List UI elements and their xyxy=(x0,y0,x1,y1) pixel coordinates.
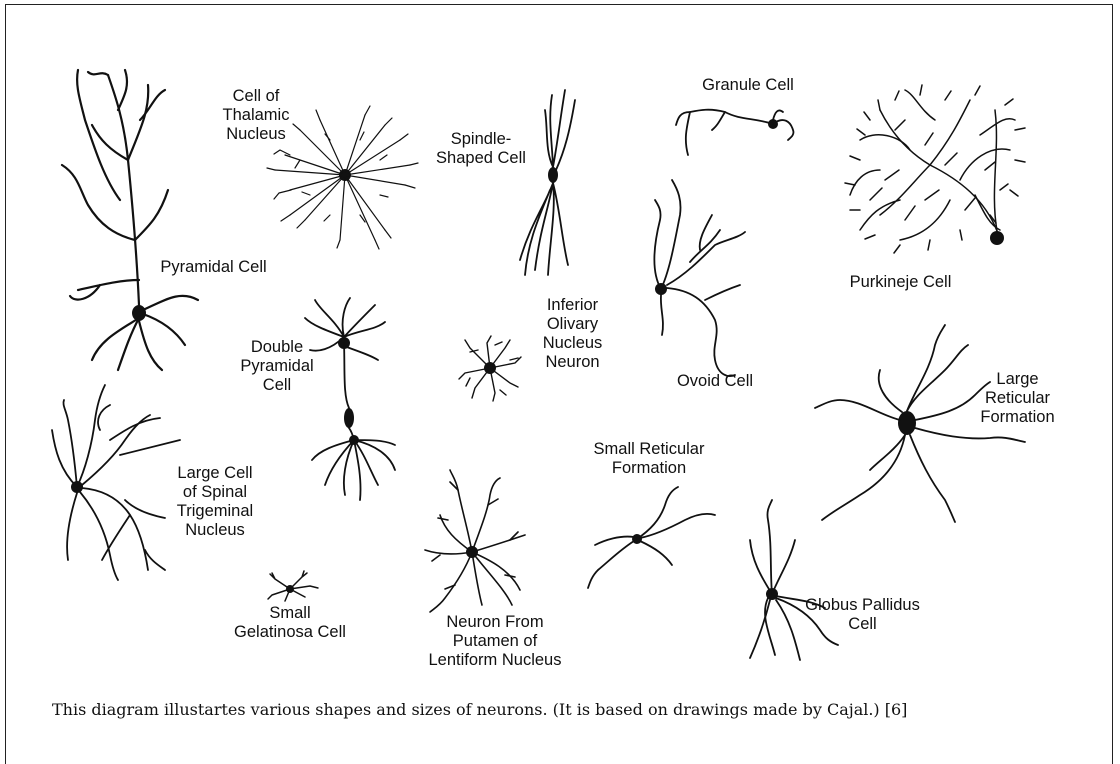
label-inferior-olivary: Inferior Olivary Nucleus Neuron xyxy=(530,296,615,372)
putamen-neuron-drawing xyxy=(425,470,525,612)
ovoid-cell-drawing xyxy=(654,180,745,376)
label-globus-pallidus: Globus Pallidus Cell xyxy=(790,596,935,634)
inferior-olivary-drawing xyxy=(459,336,521,401)
spindle-cell-drawing xyxy=(520,90,575,275)
label-large-reticular: Large Reticular Formation xyxy=(965,370,1070,427)
label-neuron-putamen: Neuron From Putamen of Lentiform Nucleus xyxy=(405,613,585,670)
granule-cell-drawing xyxy=(676,110,793,155)
globus-pallidus-drawing xyxy=(750,500,838,660)
label-ovoid-cell: Ovoid Cell xyxy=(660,372,770,391)
label-small-reticular: Small Reticular Formation xyxy=(574,440,724,478)
figure-caption: This diagram illustartes various shapes … xyxy=(52,700,1092,719)
label-purkineje-cell: Purkineje Cell xyxy=(833,273,968,292)
pyramidal-cell-drawing xyxy=(62,70,198,370)
label-granule-cell: Granule Cell xyxy=(683,76,813,95)
small-gelatinosa-drawing xyxy=(268,571,318,601)
label-small-gelatinosa: Small Gelatinosa Cell xyxy=(220,604,360,642)
double-pyramidal-drawing xyxy=(305,298,395,500)
label-pyramidal-cell: Pyramidal Cell xyxy=(141,258,286,277)
label-spindle-shaped-cell: Spindle- Shaped Cell xyxy=(426,130,536,168)
label-large-cell-spinal: Large Cell of Spinal Trigeminal Nucleus xyxy=(160,464,270,540)
label-double-pyramidal: Double Pyramidal Cell xyxy=(227,338,327,395)
label-cell-of-thalamic-nucleus: Cell of Thalamic Nucleus xyxy=(206,87,306,144)
purkinje-cell-drawing xyxy=(845,85,1025,253)
small-reticular-drawing xyxy=(588,487,715,588)
